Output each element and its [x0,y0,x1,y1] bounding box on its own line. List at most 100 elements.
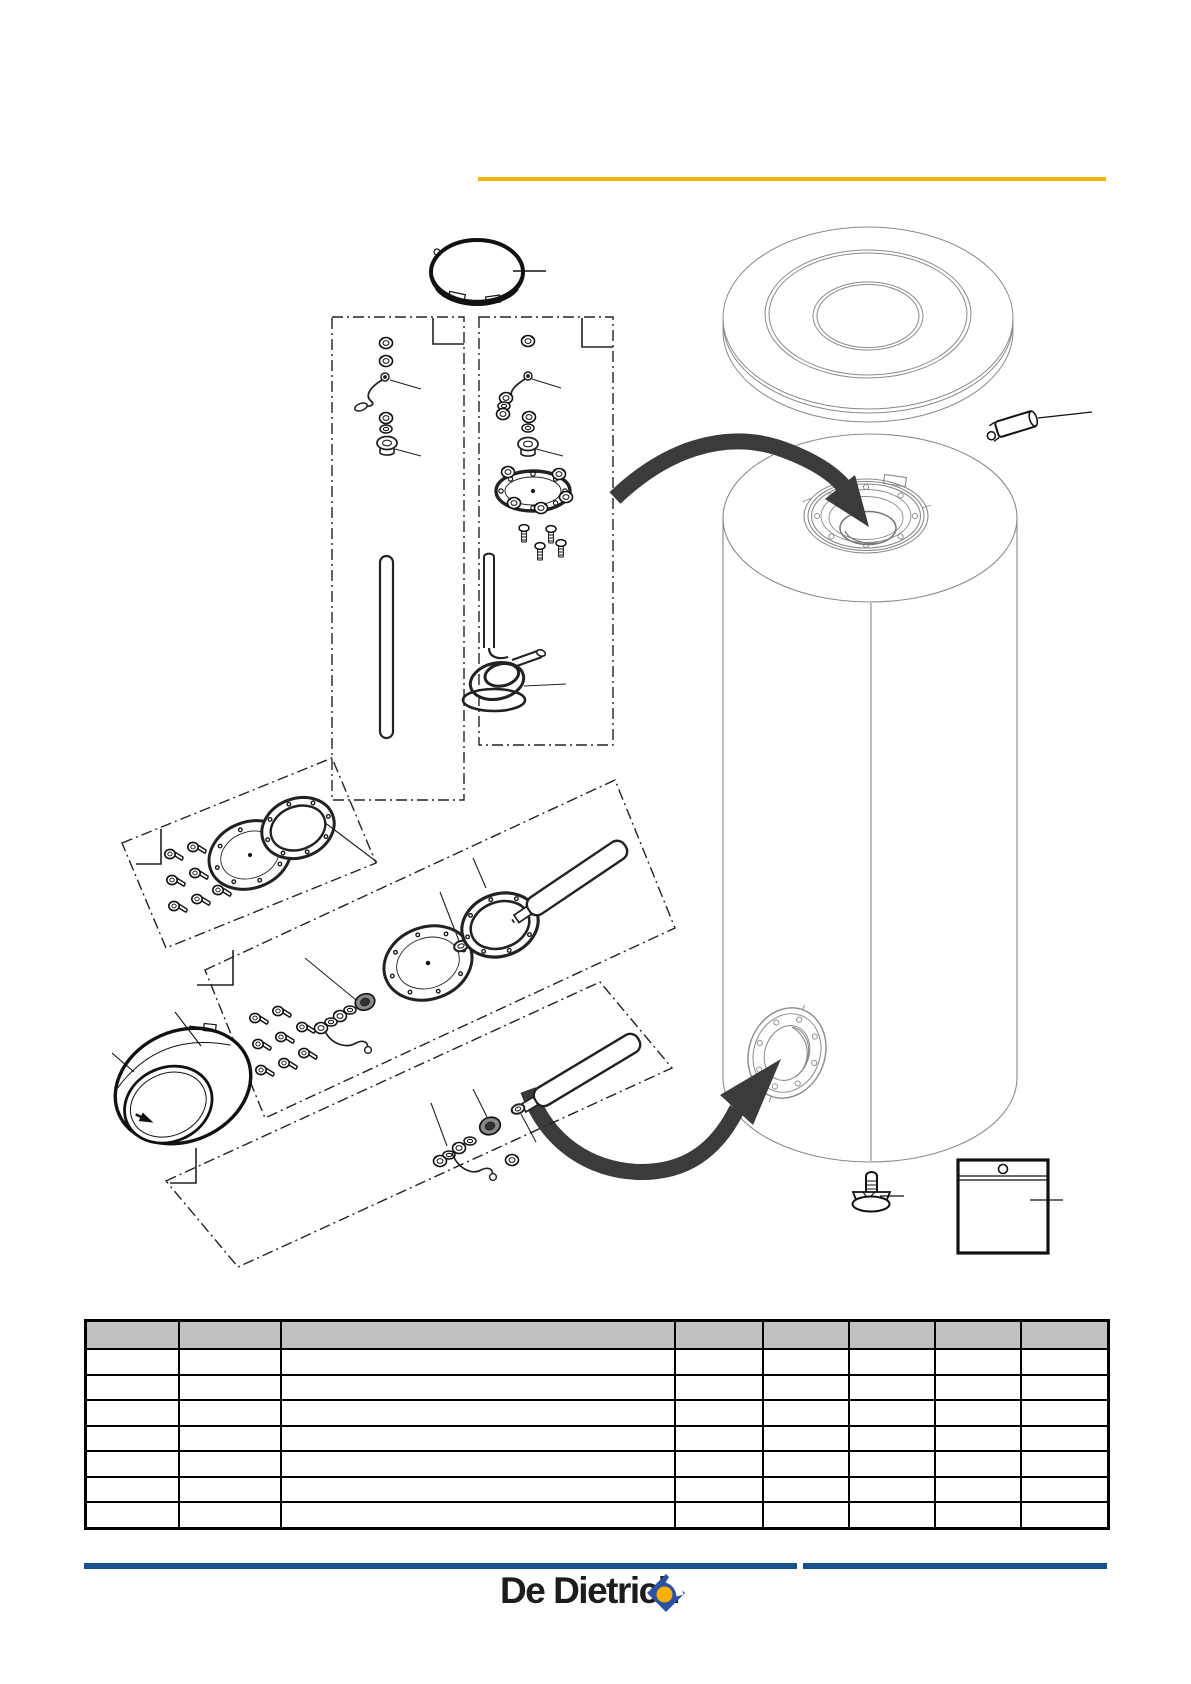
table-cell [279,1424,676,1452]
table-cell [847,1424,936,1452]
table-cell [1019,1501,1110,1529]
table-cell [933,1399,1022,1427]
callout-line [439,891,460,942]
wire-and-plug [304,957,376,1055]
washer [510,1103,526,1115]
table-cell [847,1501,936,1529]
cover-screw [135,1112,154,1123]
table-cell [761,1424,850,1452]
table-header-cell [933,1319,1022,1350]
upper-group-right [461,316,614,746]
table-cell [933,1424,1022,1452]
table-cell [933,1373,1022,1401]
table-header-cell [761,1319,850,1350]
callout-line [535,448,564,457]
table-cell [761,1501,850,1529]
brand-logo-diamond-icon [647,1574,685,1612]
table-cell [673,1450,764,1478]
table-cell [673,1501,764,1529]
table-cell [177,1501,282,1529]
table-cell [84,1348,180,1376]
upper-group-left [331,316,465,801]
table-cell [847,1399,936,1427]
table-cell [279,1501,676,1529]
table-cell [84,1373,180,1401]
callout-line [430,1102,448,1147]
table-cell [761,1399,850,1427]
table-cell [761,1348,850,1376]
logo-swoosh [665,1577,684,1597]
table-cell [1019,1399,1110,1427]
lower-anode-group [164,981,674,1268]
top-cap [429,238,546,306]
anode-sleeve [986,410,1093,442]
table-header-cell [177,1319,282,1350]
insulation-lid [722,226,1014,423]
upper-insert-arrow [609,433,869,527]
flange-screws [249,1005,319,1078]
adjustable-foot [851,1171,904,1213]
wire-chain [430,1102,520,1182]
front-cover [111,1011,253,1146]
table-row [84,1475,1110,1503]
table-cell [84,1501,180,1529]
plug [478,1116,502,1136]
parts-table [84,1319,1110,1530]
tank-body [722,433,1018,1163]
callout-line [389,379,422,390]
table-row [84,1399,1110,1427]
table-cell [847,1348,936,1376]
callout-line [1037,411,1093,419]
table-row [84,1373,1110,1401]
lower-insert-arrow [520,1059,781,1181]
table-header-row [84,1319,1110,1350]
table-cell [1019,1348,1110,1376]
table-cell [1019,1475,1110,1503]
callout-line [531,378,562,389]
callout-line [323,821,378,863]
table-cell [84,1424,180,1452]
table-cell [673,1475,764,1503]
document-bag [956,1158,1063,1255]
element-sheath [511,839,629,924]
callout-line [472,1088,488,1118]
table-header-cell [84,1319,180,1350]
table-row [84,1501,1110,1529]
table-cell [84,1399,180,1427]
table-cell [84,1475,180,1503]
table-cell [177,1475,282,1503]
callout-line [394,448,422,457]
upper-flange-plate [494,465,574,515]
table-cell [761,1373,850,1401]
plug [376,435,398,456]
heating-element-group [197,779,676,1119]
table-cell [177,1424,282,1452]
table-cell [279,1450,676,1478]
table-cell [1019,1373,1110,1401]
footer-rule-left [84,1563,797,1569]
table-row [84,1424,1110,1452]
table-header-cell [1019,1319,1110,1350]
callout-line [523,683,567,687]
table-cell [279,1348,676,1376]
table-cell [1019,1450,1110,1478]
table-cell [933,1501,1022,1529]
table-cell [177,1348,282,1376]
table-header-cell [279,1319,676,1350]
table-cell [673,1373,764,1401]
logo-ball [656,1586,673,1603]
table-cell [761,1475,850,1503]
table-cell [177,1450,282,1478]
table-cell [1019,1424,1110,1452]
table-cell [673,1424,764,1452]
table-cell [673,1399,764,1427]
tank-top-opening [801,473,932,554]
table-cell [84,1450,180,1478]
parts-table-section [84,1319,1110,1530]
table-cell [933,1450,1022,1478]
table-cell [177,1373,282,1401]
plug [517,436,539,457]
blind-flange-group [121,757,378,949]
